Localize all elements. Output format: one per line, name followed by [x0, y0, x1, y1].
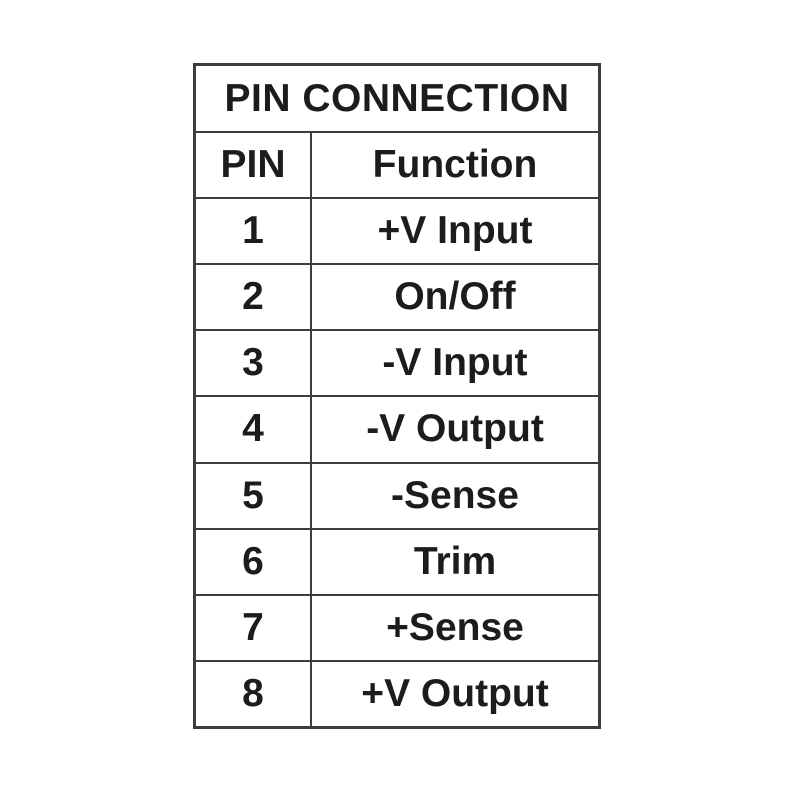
function-cell: +Sense [386, 605, 524, 649]
pin-cell: 5 [196, 463, 312, 528]
table-row: 5 -Sense [196, 461, 598, 528]
table-row: 3 -V Input [196, 329, 598, 396]
pin-cell: 1 [196, 199, 312, 264]
table-row: 4 -V Output [196, 395, 598, 462]
pin-connection-table: PIN CONNECTION PIN Function 1 +V Input 2… [193, 63, 601, 729]
table-row: 6 Trim [196, 527, 598, 594]
function-cell: On/Off [394, 275, 516, 319]
column-header-pin: PIN [196, 133, 312, 198]
function-cell: -Sense [391, 473, 519, 517]
function-cell: +V Output [361, 671, 549, 715]
pin-cell: 7 [196, 595, 312, 660]
function-cell: Trim [413, 539, 497, 583]
pin-cell: 2 [196, 265, 312, 330]
column-header-row: PIN Function [196, 131, 598, 198]
pin-cell: 3 [196, 331, 312, 396]
table-row: 1 +V Input [196, 197, 598, 264]
pin-cell: 4 [196, 397, 312, 462]
table-row: 2 On/Off [196, 263, 598, 330]
pin-cell: 6 [196, 529, 312, 594]
table-row: 7 +Sense [196, 593, 598, 660]
function-cell: -V Output [366, 407, 544, 451]
column-header-function: Function [372, 143, 538, 187]
function-cell: +V Input [377, 209, 533, 253]
table-title: PIN CONNECTION [224, 76, 570, 120]
function-cell: -V Input [382, 341, 528, 385]
table-row: 8 +V Output [196, 659, 598, 726]
pin-cell: 8 [196, 661, 312, 726]
